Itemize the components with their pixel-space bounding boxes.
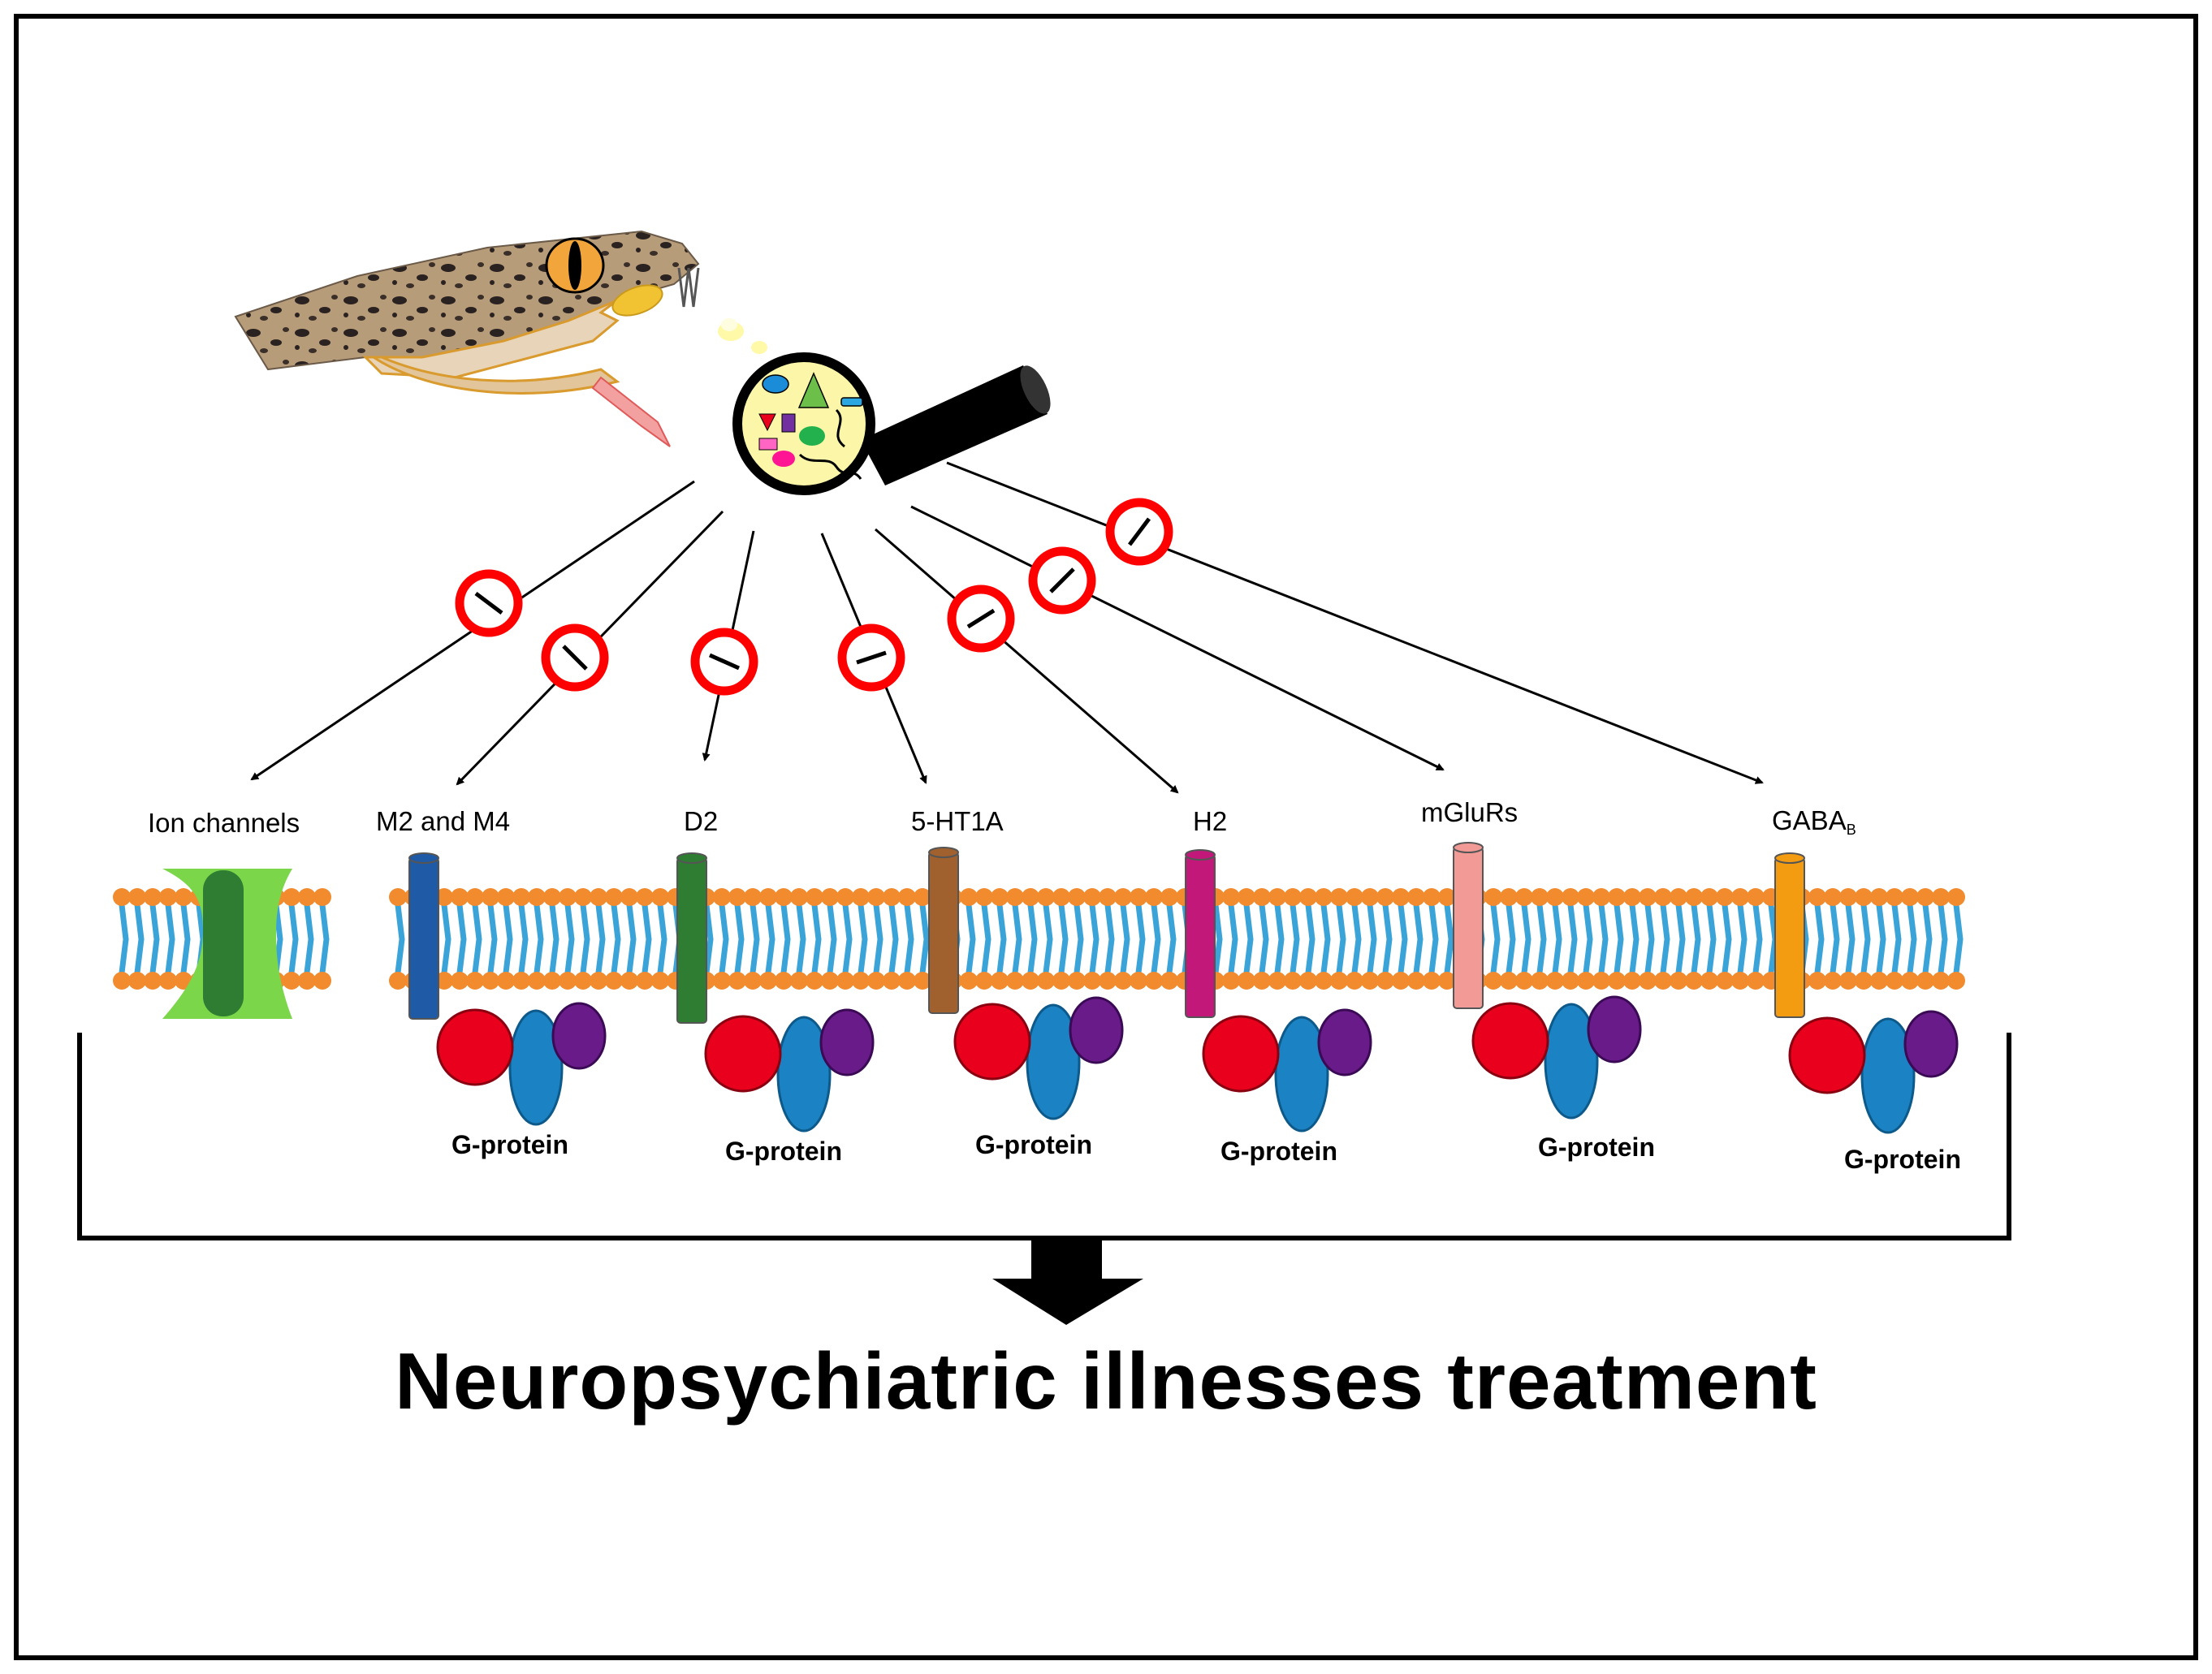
arrow-to-gabab (946, 461, 1764, 784)
down-arrow-icon (992, 1238, 1143, 1325)
g-protein-icon (704, 1008, 875, 1133)
label-ion-channels: Ion channels (148, 808, 300, 838)
membrane-segment-right (389, 888, 1965, 990)
inhibit-icon (690, 628, 758, 696)
label-gabab: GABAB (1772, 805, 1856, 838)
arrow-to-h2 (875, 528, 1179, 794)
figure-border (14, 14, 2198, 1660)
snake-head (234, 230, 700, 447)
inhibit-icon (541, 623, 609, 692)
g-protein-icon (1788, 1010, 1959, 1134)
receptor-6 (1774, 852, 1805, 1018)
label-gprotein: G-protein (975, 1130, 1092, 1159)
label-gprotein: G-protein (1538, 1133, 1655, 1162)
g-protein-icon (436, 1002, 607, 1126)
label-h2: H2 (1193, 806, 1228, 836)
ion-channel-icon (162, 869, 292, 1019)
magnifying-glass-icon (732, 352, 1051, 495)
g-protein-icon (1202, 1008, 1372, 1133)
g-protein-icon (953, 996, 1124, 1120)
receptor-4 (1185, 849, 1216, 1018)
receptor-1 (408, 852, 439, 1020)
arrow-to-mglurs (910, 505, 1445, 771)
label-gprotein: G-protein (1220, 1137, 1337, 1166)
label-d2: D2 (684, 806, 719, 836)
label-mglurs: mGluRs (1421, 797, 1519, 827)
receptor-2 (676, 852, 707, 1024)
venom-drops-icon (718, 318, 767, 354)
inhibit-icon (947, 585, 1015, 653)
inhibit-icon (455, 569, 523, 637)
label-gprotein: G-protein (451, 1130, 568, 1159)
g-protein-icon (1471, 995, 1642, 1120)
label-m2-m4: M2 and M4 (376, 806, 511, 836)
inhibit-icon (837, 623, 905, 692)
receptor-3 (928, 847, 959, 1014)
label-5ht1a: 5-HT1A (911, 806, 1004, 836)
inhibit-icon (1028, 546, 1096, 615)
label-gprotein: G-protein (725, 1137, 842, 1166)
receptor-5 (1453, 842, 1484, 1009)
receptor-group (408, 842, 1959, 1134)
caption: Neuropsychiatric illnesses treatment (395, 1336, 1817, 1426)
inhibit-icon (1105, 498, 1173, 566)
inhibition-symbols (455, 498, 1173, 696)
label-gprotein: G-protein (1844, 1145, 1961, 1174)
